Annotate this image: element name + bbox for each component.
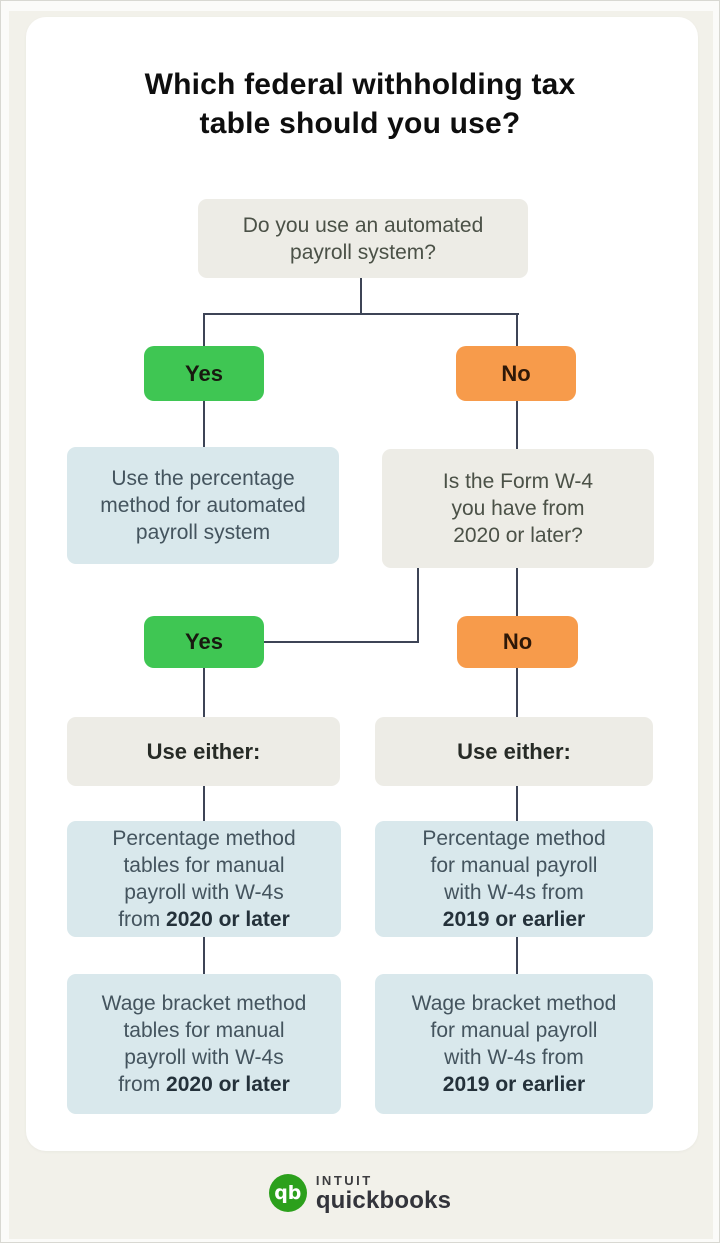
connector-line bbox=[203, 937, 205, 974]
result-box-percentage-2019: Percentage method for manual payroll wit… bbox=[375, 821, 653, 937]
result-box-wage-bracket-2019: Wage bracket method for manual payroll w… bbox=[375, 974, 653, 1114]
use-either-box-left: Use either: bbox=[67, 717, 340, 786]
use-either-label: Use either: bbox=[146, 739, 261, 764]
use-either-label: Use either: bbox=[457, 739, 571, 764]
intuit-wordmark: INTUIT bbox=[315, 1173, 373, 1188]
result-text-regular: Wage bracket method for manual payroll w… bbox=[411, 992, 617, 1069]
use-either-box-right: Use either: bbox=[375, 717, 653, 786]
result-text-regular: Percentage method tables for manual payr… bbox=[112, 827, 296, 931]
result-text-bold: 2019 or earlier bbox=[442, 908, 586, 931]
yes-badge-w4: Yes bbox=[144, 616, 264, 668]
no-badge-w4: No bbox=[457, 616, 578, 668]
connector-line bbox=[516, 786, 518, 821]
question-text: Is the Form W-4 you have from 2020 or la… bbox=[442, 470, 594, 547]
question-text: Do you use an automated payroll system? bbox=[242, 213, 484, 264]
quickbooks-qb-icon: qb bbox=[268, 1174, 307, 1212]
connector-line bbox=[264, 641, 419, 643]
no-label: No bbox=[501, 360, 531, 386]
yes-label: Yes bbox=[185, 360, 223, 386]
question-box-w4-year: Is the Form W-4 you have from 2020 or la… bbox=[382, 449, 654, 568]
yes-badge-automated: Yes bbox=[144, 346, 264, 401]
no-badge-automated: No bbox=[456, 346, 576, 401]
result-text-bold: 2020 or later bbox=[166, 1073, 290, 1096]
result-text-bold: 2019 or earlier bbox=[442, 1073, 586, 1096]
infographic-title: Which federal withholding tax table shou… bbox=[144, 68, 576, 140]
result-box-percentage-2020: Percentage method tables for manual payr… bbox=[67, 821, 341, 937]
brand-wordmark: INTUIT quickbooks bbox=[316, 1173, 451, 1213]
connector-line bbox=[203, 401, 205, 447]
result-text: Use the percentage method for automated … bbox=[100, 467, 306, 544]
connector-line bbox=[203, 668, 205, 717]
connector-line bbox=[203, 313, 519, 315]
qb-monogram: qb bbox=[274, 1182, 302, 1204]
quickbooks-logo: qb INTUIT quickbooks bbox=[1, 1173, 719, 1213]
connector-line bbox=[516, 937, 518, 974]
connector-line bbox=[360, 278, 362, 315]
connector-line bbox=[516, 313, 518, 346]
connector-line bbox=[516, 568, 518, 616]
connector-line bbox=[516, 668, 518, 717]
yes-label: Yes bbox=[185, 629, 223, 654]
result-text-regular: Wage bracket method tables for manual pa… bbox=[101, 992, 307, 1096]
no-label: No bbox=[502, 629, 533, 654]
connector-line bbox=[203, 786, 205, 821]
connector-line bbox=[417, 568, 419, 643]
result-text-bold: 2020 or later bbox=[166, 908, 290, 931]
result-box-wage-bracket-2020: Wage bracket method tables for manual pa… bbox=[67, 974, 341, 1114]
connector-line bbox=[516, 401, 518, 449]
question-box-automated-payroll: Do you use an automated payroll system? bbox=[198, 199, 528, 278]
result-text: Percentage method for manual payroll wit… bbox=[422, 825, 605, 933]
quickbooks-wordmark: quickbooks bbox=[315, 1187, 452, 1214]
result-text: Wage bracket method tables for manual pa… bbox=[102, 990, 307, 1098]
result-box-automated-percentage: Use the percentage method for automated … bbox=[67, 447, 339, 564]
result-text: Wage bracket method for manual payroll w… bbox=[412, 990, 617, 1098]
result-text-regular: Percentage method for manual payroll wit… bbox=[422, 827, 606, 904]
connector-line bbox=[203, 313, 205, 346]
result-text: Percentage method tables for manual payr… bbox=[112, 825, 295, 933]
